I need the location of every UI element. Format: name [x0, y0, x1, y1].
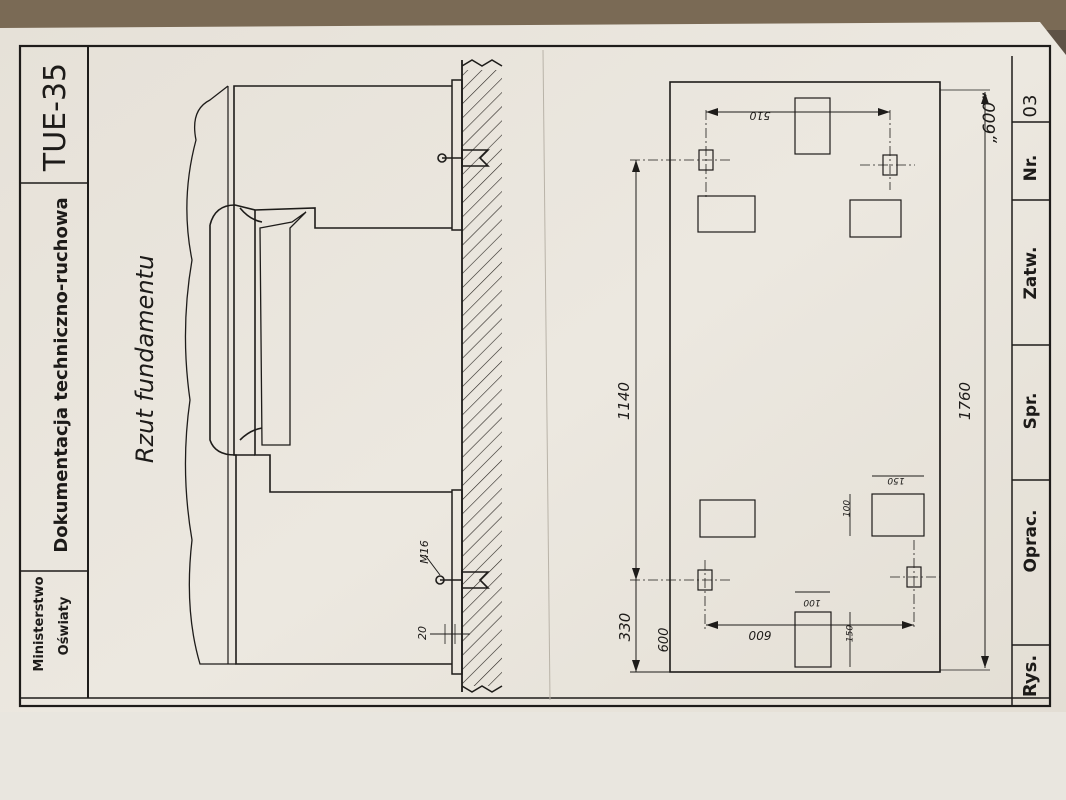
drawing-border: [18, 44, 1052, 708]
machine-column: [254, 207, 452, 493]
dim-100-b: 100: [842, 499, 853, 518]
arrow-510-left: [706, 108, 718, 116]
ground-break-bottom: [461, 685, 503, 693]
dim-330: 330: [616, 612, 634, 642]
arrow-1140-top: [632, 160, 640, 172]
dim-600-inner: 600: [748, 628, 772, 642]
sheet-title: Rzut fundamentu: [131, 254, 159, 464]
dim-1140: 1140: [615, 381, 633, 421]
label-rys: Rys.: [1020, 654, 1041, 698]
arrow-600-left: [706, 621, 718, 629]
document-code: TUE-35: [38, 62, 73, 172]
label-nr: Nr.: [1021, 154, 1041, 182]
dim-gap-value: 20: [416, 626, 429, 640]
pad-4: [699, 499, 756, 538]
institution-line1: Ministerstwo: [32, 576, 47, 672]
pad-3: [849, 199, 902, 238]
plan-view: [630, 81, 990, 673]
paper-sheet: [0, 22, 1066, 800]
pad-2: [697, 195, 756, 233]
paper-lower-band: [0, 712, 1066, 800]
machine-rib: [239, 207, 263, 441]
institution-line2: Oświaty: [57, 596, 72, 656]
bolt-head-bottom: [435, 575, 445, 585]
arrow-330-bottom: [632, 660, 640, 672]
bolt-head-top: [437, 153, 447, 163]
dim-m16-leader: [424, 554, 441, 576]
dim-100-a: 100: [803, 597, 821, 607]
label-zatw: Zatw.: [1021, 246, 1041, 300]
pad-6: [794, 611, 832, 668]
arrow-600-right: [902, 621, 914, 629]
dim-150-b: 150: [887, 475, 905, 485]
ground-break-top: [461, 59, 503, 67]
label-oprac: Oprac.: [1021, 509, 1041, 573]
arrow-510-right: [878, 108, 890, 116]
pad-5: [871, 493, 925, 537]
dim-510: 510: [749, 109, 771, 122]
dim-150-a: 150: [845, 624, 856, 643]
arrow-1760-top: [981, 92, 989, 104]
view-separator-line: [542, 49, 551, 701]
arrow-1760-bottom: [981, 656, 989, 668]
side-view: [184, 59, 503, 693]
label-spr: Spr.: [1021, 392, 1041, 430]
floor-hatch: [462, 70, 502, 686]
machine-head: [209, 204, 256, 456]
machine-top-edge: [184, 85, 236, 665]
documentation-title: Dokumentacja techniczno-ruchowa: [51, 197, 72, 553]
pad-1: [794, 97, 831, 155]
arrow-1140-bottom: [632, 568, 640, 580]
sheet-number: 03: [1020, 94, 1041, 118]
dim-600-outer: 600: [657, 627, 672, 653]
model-label: „600”: [980, 92, 1000, 144]
dim-1760: 1760: [956, 381, 974, 421]
dim-bolt-size: M16: [418, 540, 431, 564]
machine-slide: [259, 211, 307, 446]
